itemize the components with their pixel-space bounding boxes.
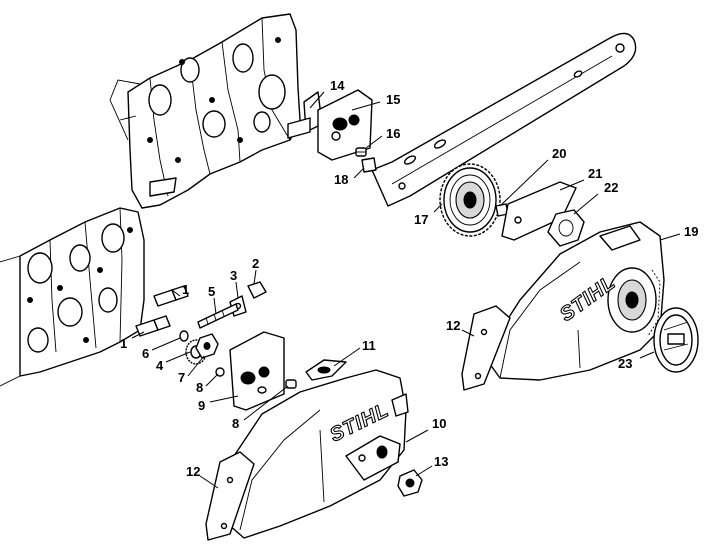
callout-23: 23 — [618, 356, 632, 371]
tensioner-cover-23 — [653, 307, 699, 373]
adjusting-screw-5 — [197, 303, 239, 329]
clip-2 — [247, 281, 267, 299]
callout-14: 14 — [330, 78, 345, 93]
chain-sprocket-cover: STIHL — [227, 369, 409, 539]
guide-bar — [371, 32, 637, 207]
callout-22: 22 — [604, 180, 618, 195]
washer-6 — [179, 330, 189, 342]
knob-22 — [547, 209, 585, 247]
nut-7 — [195, 333, 219, 359]
guide-plate-11 — [305, 359, 347, 381]
callout-12-left: 12 — [186, 464, 200, 479]
callout-10: 10 — [432, 416, 446, 431]
callout-4: 4 — [156, 358, 164, 373]
callout-8-right: 8 — [232, 416, 239, 431]
side-plate-12-right — [461, 305, 511, 391]
screw-16 — [355, 147, 367, 157]
callout-6: 6 — [142, 346, 149, 361]
sprocket-cover: STIHL — [483, 221, 665, 381]
callout-13: 13 — [434, 454, 448, 469]
callout-21: 21 — [588, 166, 602, 181]
callout-17: 17 — [414, 212, 428, 227]
callout-9: 9 — [198, 398, 205, 413]
callout-2: 2 — [252, 256, 259, 271]
callout-1-upper: 1 — [182, 282, 189, 297]
callout-12-right: 12 — [446, 318, 460, 333]
callout-16: 16 — [386, 126, 400, 141]
callout-20: 20 — [552, 146, 566, 161]
crankcase-housing-bottom — [0, 207, 145, 387]
stud-1-upper — [153, 285, 189, 307]
nut-18 — [361, 157, 377, 173]
callout-7: 7 — [178, 370, 185, 385]
callout-18: 18 — [334, 172, 348, 187]
bar-washer-plate — [317, 89, 373, 161]
leader-lines — [131, 91, 681, 489]
side-plate-12-left — [205, 451, 255, 541]
callout-1-lower: 1 — [120, 336, 127, 351]
screw-8-right — [285, 379, 297, 389]
callout-8-left: 8 — [196, 380, 203, 395]
sprocket — [439, 163, 501, 237]
plate-9 — [229, 331, 285, 411]
callout-labels: 14 15 16 18 17 20 21 22 19 23 12 1 1 2 3… — [120, 78, 698, 479]
callout-3: 3 — [230, 268, 237, 283]
callout-11: 11 — [362, 338, 376, 353]
callout-19: 19 — [684, 224, 698, 239]
callout-5: 5 — [208, 284, 215, 299]
crankcase-housing-top — [109, 13, 301, 209]
cover-plate-21 — [501, 181, 577, 241]
stud-1-lower — [135, 315, 171, 337]
nut-13 — [397, 469, 423, 497]
callout-15: 15 — [386, 92, 400, 107]
